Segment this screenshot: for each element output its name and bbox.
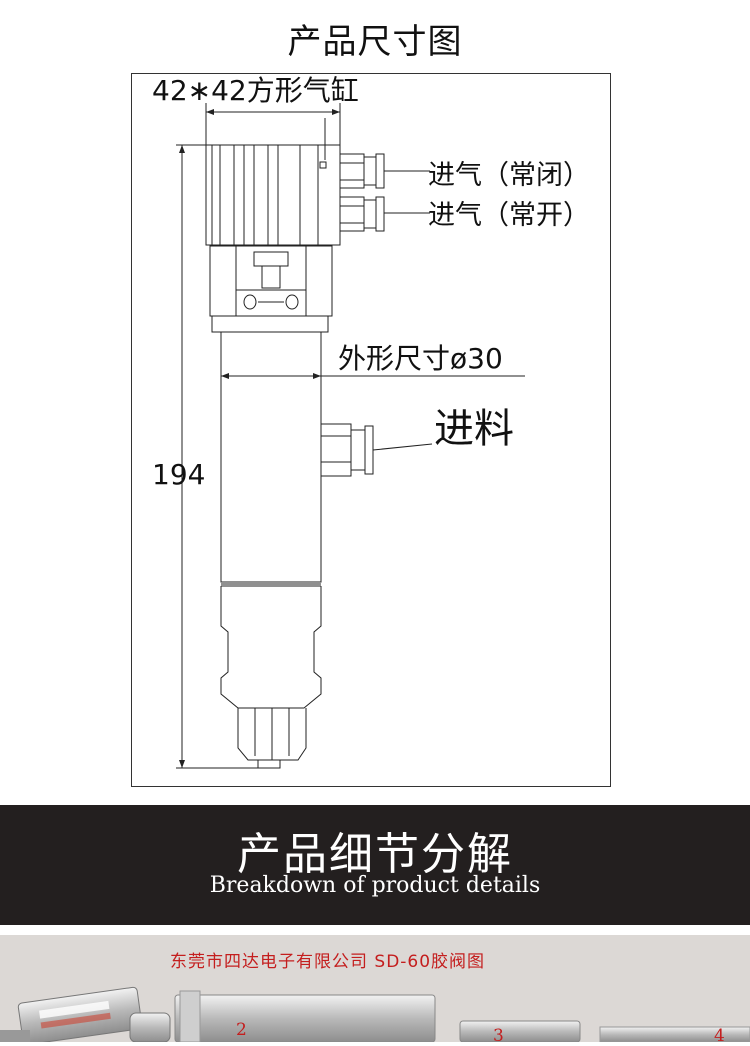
square-cylinder-body xyxy=(205,144,341,246)
part-label-3: 3 xyxy=(493,1026,504,1046)
air-in-open-label: 进气（常开） xyxy=(428,200,590,231)
section-banner xyxy=(0,805,750,925)
air-in-closed-label: 进气（常闭） xyxy=(428,160,590,191)
nozzle-tip xyxy=(257,759,281,769)
valve-barrel xyxy=(220,331,322,583)
air-fitting-closed xyxy=(339,153,365,189)
cylinder-label: 42∗42方形气缸 xyxy=(152,74,359,107)
part-label-2: 2 xyxy=(236,1020,247,1040)
coupling-block xyxy=(209,245,333,317)
section-title-cn: 产品细节分解 xyxy=(237,829,513,880)
page-title: 产品尺寸图 xyxy=(287,22,463,62)
part-label-4: 4 xyxy=(714,1026,725,1046)
valve-lower-body xyxy=(220,586,322,709)
product-photo xyxy=(0,935,750,1042)
photo-caption: 东莞市四达电子有限公司 SD-60胶阀图 xyxy=(170,952,486,972)
outer-dimension-label: 外形尺寸ø30 xyxy=(338,342,503,375)
air-fitting-open xyxy=(339,196,365,232)
height-dimension-label: 194 xyxy=(152,458,205,491)
material-in-label: 进料 xyxy=(434,406,514,452)
drawing-frame xyxy=(131,73,611,787)
dimension-drawing: 42∗42方形气缸 进气（常闭） 进气（常开） 外形尺寸ø30 进料 194 xyxy=(152,74,590,769)
product-parts-image xyxy=(0,935,750,1042)
material-inlet-fitting xyxy=(320,423,352,477)
section-title-en: Breakdown of product details xyxy=(209,873,541,898)
